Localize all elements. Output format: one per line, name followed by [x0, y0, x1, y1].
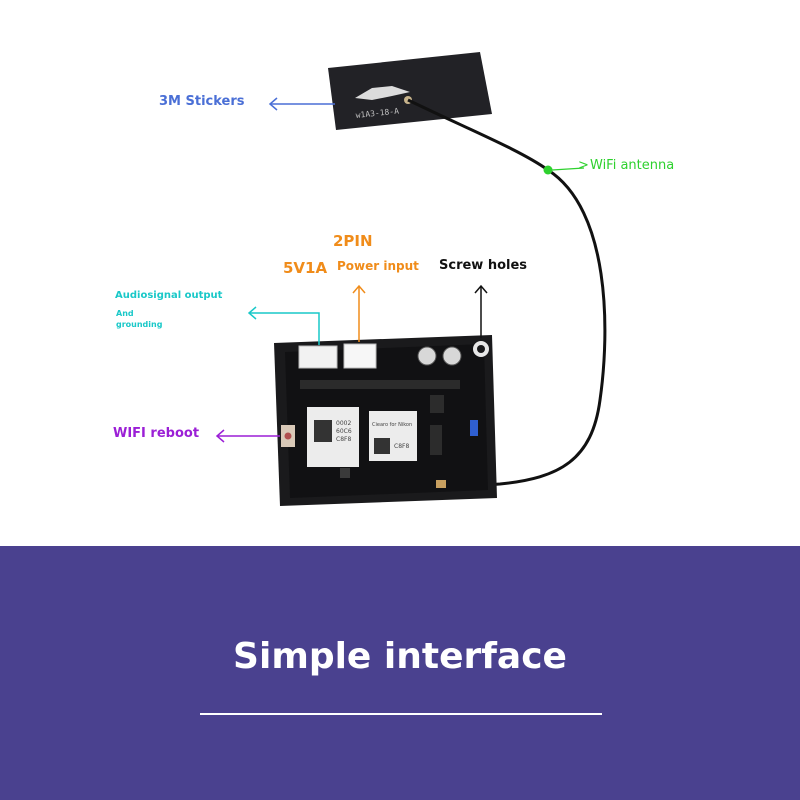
screw-holes-arrow	[474, 284, 488, 338]
svg-text:C8F8: C8F8	[394, 443, 409, 450]
svg-text:C8F8: C8F8	[336, 436, 351, 443]
label-screw-holes: Screw holes	[439, 258, 528, 273]
bottom-banner	[0, 546, 800, 800]
svg-text:0002: 0002	[336, 420, 351, 427]
label-wifi-reboot: WIFI reboot	[113, 426, 200, 441]
antenna-cable	[407, 98, 607, 490]
label-wifi-antenna-prefix: >	[578, 158, 589, 173]
label-audio-output: Audiosignal output	[115, 290, 223, 301]
label-wifi-antenna: WiFi antenna	[590, 158, 675, 173]
board-illustration: w1A3-18-A 0002 60C6	[215, 52, 607, 506]
product-photo: w1A3-18-A 0002 60C6	[113, 52, 675, 506]
label-3m-stickers: 3M Stickers	[159, 94, 245, 109]
svg-text:60C6: 60C6	[336, 428, 352, 435]
antenna-sticker: w1A3-18-A	[328, 52, 492, 130]
wifi-reboot-arrow	[215, 429, 280, 443]
label-audio-grounding: grounding	[116, 320, 163, 329]
power-connector	[343, 343, 377, 369]
label-power-input: Power input	[337, 259, 419, 273]
banner-title: Simple interface	[233, 636, 567, 677]
svg-text:Ciearo for Nikon: Ciearo for Nikon	[372, 422, 412, 428]
label-2pin: 2PIN	[333, 232, 373, 250]
audio-connector	[298, 345, 338, 369]
label-5v1a: 5V1A	[283, 259, 328, 277]
antenna-marker-dot	[543, 165, 553, 175]
wifi-antenna-arrow	[551, 167, 585, 171]
pcb-board: 0002 60C6 C8F8 Ciearo for Nikon C8F8	[274, 335, 497, 506]
power-input-arrow	[352, 284, 366, 342]
stickers-arrow	[268, 97, 335, 111]
banner-divider	[200, 713, 602, 715]
audio-arrow	[247, 306, 320, 345]
label-audio-and: And	[116, 309, 134, 318]
